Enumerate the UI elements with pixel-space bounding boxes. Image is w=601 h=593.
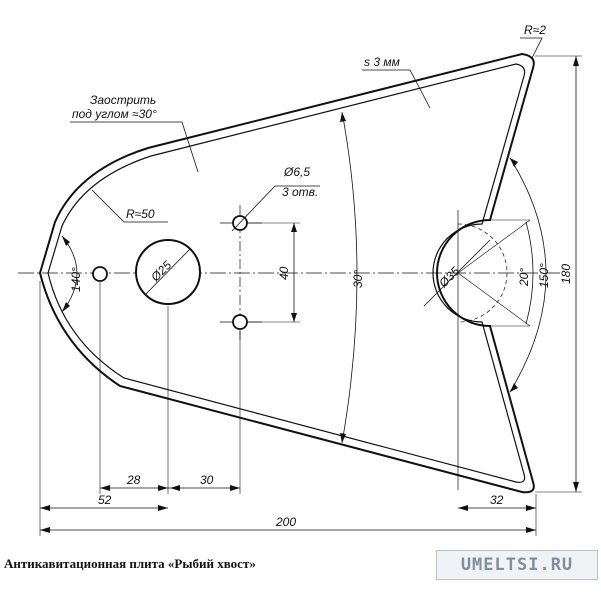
arrow: [158, 505, 168, 511]
label-a30: 30°: [351, 270, 365, 288]
dim-20deg-arc: [525, 221, 534, 325]
label-thickness: s 3 мм: [364, 55, 400, 69]
arrow: [573, 482, 579, 492]
arrow: [526, 527, 536, 533]
watermark-logo: UMELTSI.RU: [436, 550, 598, 580]
label-sharpen-2: под углом ≈30°: [72, 107, 157, 121]
leader-thickness: [362, 69, 431, 109]
leader-sharpen: [70, 121, 199, 173]
arrow: [291, 223, 297, 232]
arrow: [340, 433, 346, 443]
label-d40: 40: [277, 266, 291, 280]
arrow: [458, 505, 468, 511]
notch-dashed-circle: [457, 223, 508, 323]
angle20-line: [457, 219, 531, 274]
arrow: [573, 56, 579, 66]
label-a20: 20°: [517, 268, 531, 287]
label-d52: 52: [98, 493, 112, 507]
arrow: [510, 158, 518, 167]
arrow: [170, 485, 180, 491]
angle20-line: [457, 272, 531, 327]
arrow: [510, 383, 518, 392]
leader-r2: [520, 37, 543, 59]
leader-d35: [423, 239, 491, 307]
label-a140: 140°: [69, 267, 83, 292]
arrow: [526, 505, 536, 511]
leader-d65: [231, 185, 320, 232]
arrow: [40, 505, 50, 511]
caption: Антикавитационная плита «Рыбий хвост»: [4, 556, 256, 571]
label-sharpen-1: Заострить: [90, 93, 156, 107]
dim-150deg-arc: [509, 157, 547, 393]
arrow: [340, 112, 346, 122]
arrow: [291, 313, 297, 322]
label-d32: 32: [490, 493, 504, 507]
leader-r50: [91, 189, 168, 223]
arrow: [158, 485, 168, 491]
label-d30: 30: [200, 473, 214, 487]
arrow: [230, 485, 240, 491]
arrow: [100, 485, 110, 491]
label-d28: 28: [126, 473, 141, 487]
label-hole-d: Ø6,5: [283, 165, 310, 179]
hole-small-left: [92, 266, 108, 282]
label-a150: 150°: [537, 263, 551, 288]
leader-d25: [144, 248, 191, 296]
arrow: [40, 527, 50, 533]
arrow: [62, 302, 70, 312]
label-r50: R≈50: [126, 207, 155, 221]
dim-30deg-arc: [341, 111, 358, 444]
label-r2: R≈2: [524, 23, 546, 37]
label-d180: 180: [559, 264, 573, 284]
arrow: [62, 236, 70, 246]
hole-small-bottom: [232, 314, 248, 330]
label-hole-n: 3 отв.: [282, 185, 318, 199]
label-d200: 200: [275, 515, 296, 529]
